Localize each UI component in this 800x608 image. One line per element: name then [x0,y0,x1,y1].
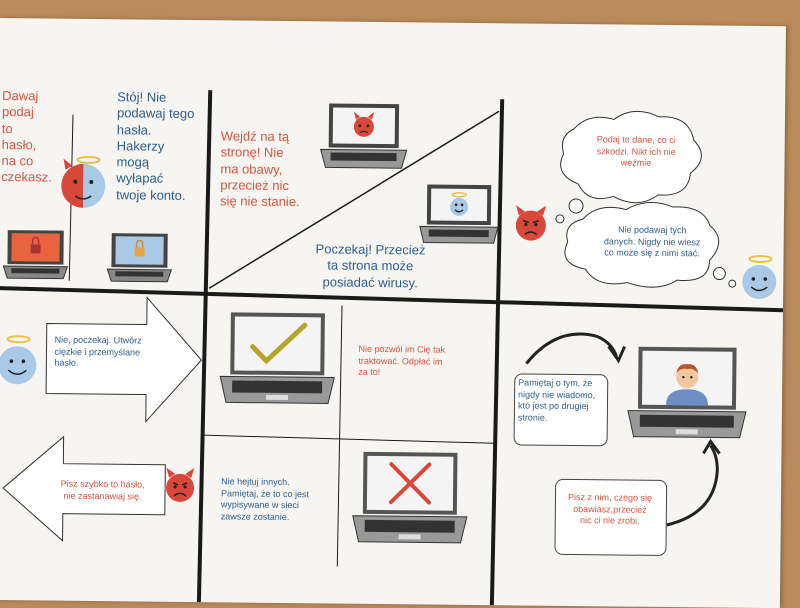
devil-face-icon [515,205,547,241]
laptop-checkmark-icon [219,312,335,404]
grid-lines [0,90,784,606]
p6-angel-box-text: Pamiętaj o tym, że nigdy nie wiadomo, kt… [517,377,596,423]
angel-face-icon [0,335,37,385]
laptop-lock-blue-icon [106,233,173,283]
p3-clouds [555,110,737,288]
half-devil-angel-face-icon [61,155,106,208]
angel-face-icon [742,254,777,299]
p6-arrows [525,332,721,527]
laptop-cross-icon [352,451,468,544]
poster-paper: Dawaj podaj to hasło, na co czekasz. Stó… [0,18,786,608]
devil-face-icon [166,467,195,502]
laptop-devil-icon [319,103,408,169]
laptop-person-icon [627,346,747,439]
p4-arrows [2,296,203,542]
p6-devil-box-text: Pisz z nim, czego się obawiasz,przecież … [567,491,653,527]
laptop-angel-icon [419,184,499,244]
laptop-lock-red-icon [2,230,69,280]
